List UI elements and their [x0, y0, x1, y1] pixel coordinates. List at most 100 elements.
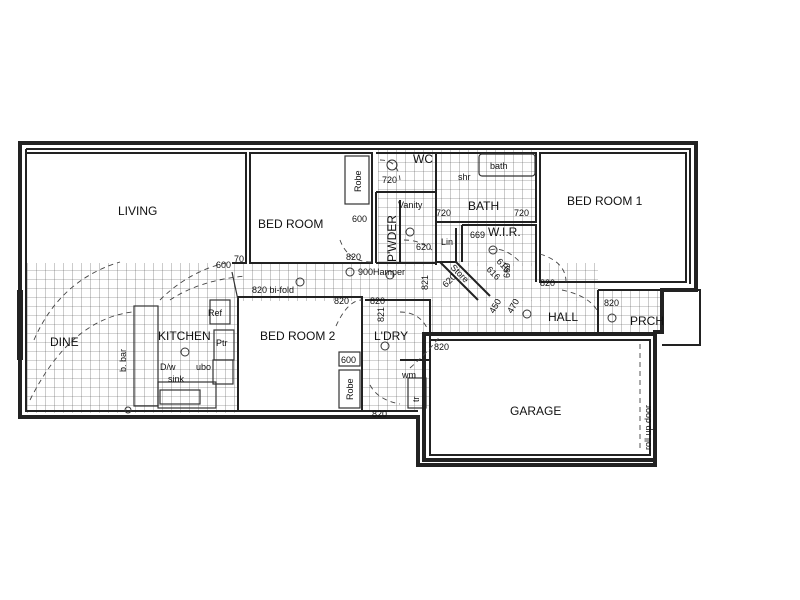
dim-820-porch: 820	[604, 298, 619, 308]
store-wall	[439, 261, 491, 301]
room-label-powder: P'WDER	[385, 215, 399, 262]
living-wall	[26, 152, 247, 264]
fridge-box	[209, 299, 231, 325]
label-robe-bottom: Robe	[345, 378, 355, 400]
door-arc-wir	[489, 248, 521, 263]
dim-820-bedroom: 820	[346, 252, 361, 262]
robe-bottom-600-box	[338, 351, 361, 367]
dim-820-hall-left: 820	[540, 278, 555, 288]
dim-720-bath: 720	[436, 208, 451, 218]
door-arc-laundry	[399, 311, 429, 331]
room-label-dine: DINE	[50, 335, 79, 349]
room-label-bed-room-1: BED ROOM 1	[567, 194, 643, 208]
dim-820-garage: 820	[434, 342, 449, 352]
room-label-wir: W.I.R.	[488, 225, 521, 239]
light-dine	[124, 406, 132, 414]
door-arc-hall	[561, 289, 599, 313]
light-hall	[522, 309, 532, 319]
dim-820-bottom: 820	[372, 409, 387, 419]
door-arc-dine	[29, 311, 133, 401]
bath-tub-box	[478, 153, 536, 177]
label-bath-tub: bath	[490, 161, 508, 171]
powder-wall	[375, 192, 436, 264]
label-wm: wm	[401, 370, 416, 380]
label-breakfast-bar: b. bar	[118, 349, 128, 372]
light-corridor	[385, 270, 395, 280]
door-arc-bed2	[335, 299, 363, 327]
door-arc-bottom	[369, 384, 401, 405]
dim-70: 70	[234, 254, 244, 264]
tiled-dine-kitchen	[26, 263, 238, 413]
tiled-laundry	[362, 300, 430, 410]
light-hall-2	[345, 267, 355, 277]
room-label-laundry: L'DRY	[374, 329, 408, 343]
label-shower: shr	[458, 172, 471, 182]
robe-top-box	[344, 155, 370, 205]
label-roll-up-door: roll up door	[643, 405, 653, 450]
room-label-kitchen: KITCHEN	[158, 329, 211, 343]
light-porch	[607, 313, 617, 323]
dim-620-powder: 620	[416, 242, 431, 252]
oven-box	[212, 359, 234, 385]
garage-inner	[429, 339, 651, 456]
label-sink: sink	[168, 374, 185, 384]
dim-669-b: 669	[502, 263, 512, 278]
room-label-wc: WC	[413, 152, 433, 166]
bath-wall	[435, 152, 537, 223]
label-pantry: Ptr	[216, 338, 228, 348]
label-ref: Ref	[208, 308, 223, 318]
door-arc-bedroom	[339, 239, 373, 263]
label-bifold: 820 bi-fold	[252, 285, 294, 295]
light-wc	[386, 159, 398, 171]
label-dishwasher: D/w	[160, 362, 176, 372]
door-arc-kitchen	[159, 261, 231, 301]
porch-boundary	[597, 289, 701, 346]
room-label-bath: BATH	[468, 199, 499, 213]
light-powder	[405, 227, 415, 237]
dim-720-wc: 720	[382, 175, 397, 185]
bedroom2-wall	[237, 296, 363, 412]
tiled-porch	[598, 290, 662, 332]
dim-600-living: 600	[216, 260, 231, 270]
door-arc-bed1	[539, 253, 567, 283]
room-label-porch: PRCH	[630, 314, 664, 328]
door-arc-wc	[379, 159, 401, 181]
tiled-corridor	[238, 263, 598, 301]
room-label-bed-room-2: BED ROOM 2	[260, 329, 336, 343]
dim-820-laundry: 820	[370, 296, 385, 306]
kitchen-bench	[157, 381, 217, 409]
dim-720-bath-right: 720	[514, 208, 529, 218]
label-ubo: ubo	[196, 362, 211, 372]
door-arc-living-right	[169, 275, 247, 301]
kitchen-island	[133, 305, 159, 407]
door-arc-powder	[403, 239, 433, 251]
garage-wall	[422, 332, 657, 462]
tiled-hall	[430, 300, 598, 335]
bedroom1-wall	[539, 152, 687, 283]
bedroom-wall	[249, 152, 373, 264]
bifold-wall	[231, 271, 239, 301]
light-kitchen	[180, 347, 190, 357]
light-wir	[488, 245, 498, 255]
label-linen: Lin	[441, 237, 453, 247]
room-label-living: LIVING	[118, 204, 157, 218]
dim-600-robe-bottom: 600	[341, 355, 356, 365]
label-hamper: 900Hamper	[358, 267, 405, 277]
dim-821-b: 821	[420, 275, 430, 290]
light-hall-1	[295, 277, 305, 287]
room-label-hall: HALL	[548, 310, 578, 324]
room-label-bed-room: BED ROOM	[258, 217, 323, 231]
dim-669: 669	[470, 230, 485, 240]
sink-box	[159, 389, 201, 405]
door-arc-garage	[409, 335, 441, 369]
dim-820-bed2: 820	[334, 296, 349, 306]
label-vanity: Vanity	[398, 200, 423, 210]
dim-600-robe-top: 600	[352, 214, 367, 224]
dim-821: 821	[376, 307, 386, 322]
living-window	[17, 290, 23, 360]
light-laundry	[380, 341, 390, 351]
label-tr: tr	[411, 396, 421, 402]
room-label-garage: GARAGE	[510, 404, 561, 418]
